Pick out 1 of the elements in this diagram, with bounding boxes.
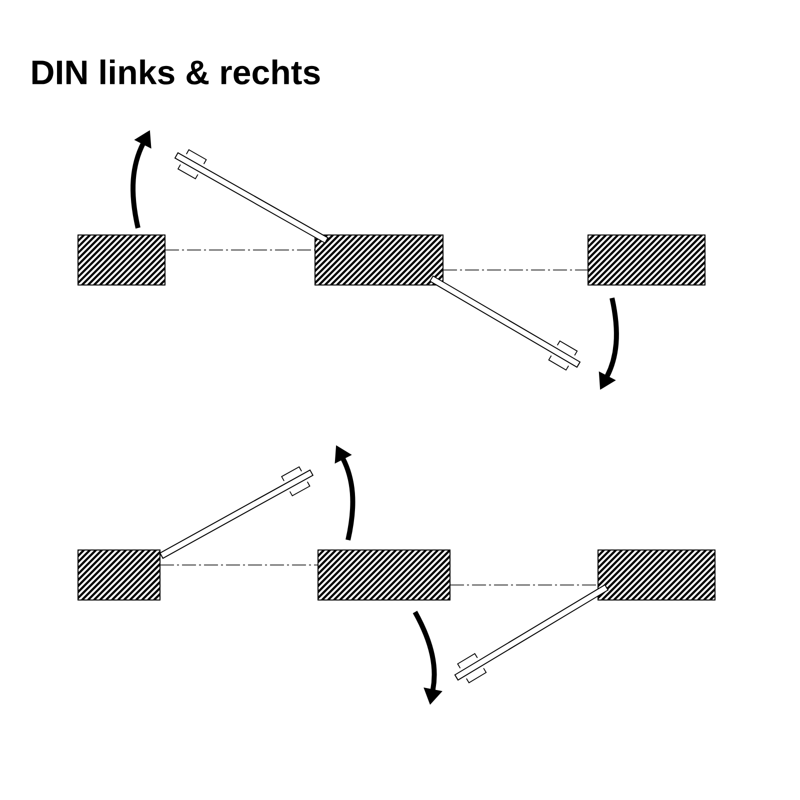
title: DIN links & rechts xyxy=(32,60,320,84)
